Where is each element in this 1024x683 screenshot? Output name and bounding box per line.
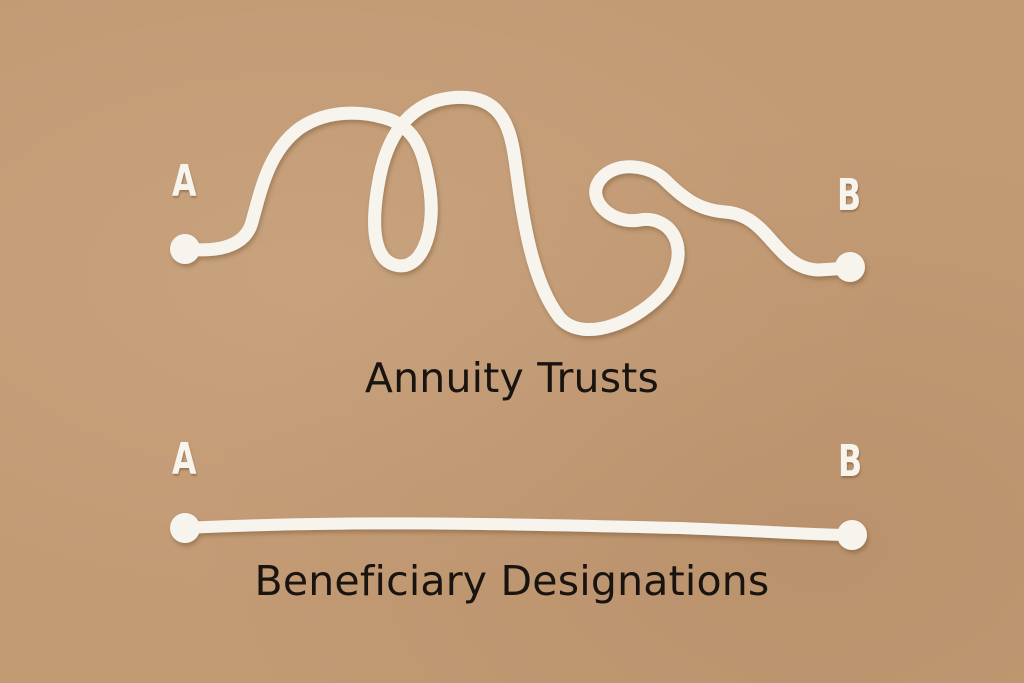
annuity-trusts-caption: Annuity Trusts <box>364 354 660 402</box>
beneficiary-designations-caption: Beneficiary Designations <box>254 557 770 605</box>
straight-route <box>170 513 867 550</box>
straight-path-line <box>179 517 858 541</box>
winding-end-dot <box>835 252 865 282</box>
bottom-end-label: B <box>838 436 863 487</box>
winding-start-dot <box>170 234 200 264</box>
winding-path-line <box>178 90 857 336</box>
straight-end-dot <box>837 520 867 550</box>
bottom-start-label: A <box>172 434 197 485</box>
winding-route <box>170 90 865 336</box>
straight-start-dot <box>170 513 200 543</box>
top-end-label: B <box>837 170 862 221</box>
top-start-label: A <box>172 156 197 207</box>
